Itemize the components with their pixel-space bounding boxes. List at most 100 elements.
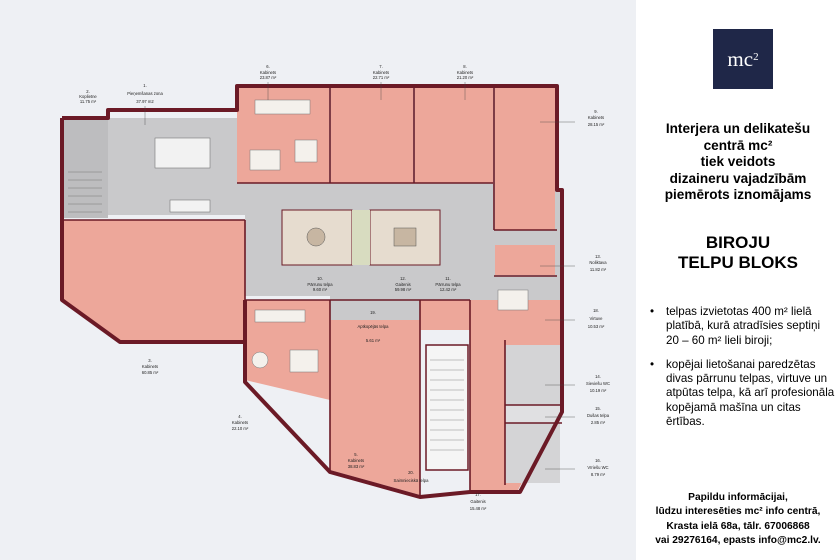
feature-list: • telpas izvietotas 400 m² lielā platībā… bbox=[648, 305, 836, 439]
room-7-number: 7. bbox=[379, 64, 383, 69]
room-16-area: 8.79 m² bbox=[591, 472, 606, 477]
room-19 bbox=[420, 300, 470, 330]
wc-women bbox=[505, 345, 560, 405]
room-1-name: Pieņemšanas zona bbox=[127, 91, 163, 96]
contact-info: Papildu informācijai, lūdzu interesēties… bbox=[640, 491, 836, 549]
room-4-name: Kabinets bbox=[232, 420, 248, 425]
contact-line: vai 29276164, epasts info@mc2.lv. bbox=[655, 535, 821, 547]
room-16-name: Vīriešu WC bbox=[587, 465, 608, 470]
room-5-name: Kabinets bbox=[348, 458, 364, 463]
office-5 bbox=[330, 320, 420, 495]
room-2-number: 2. bbox=[86, 89, 90, 94]
room-8-area: 21.20 m² bbox=[457, 75, 474, 80]
sofa bbox=[169, 199, 211, 213]
room-names: Pieņemšanas zona Koplietne Kabinets Kabi… bbox=[79, 70, 610, 504]
tagline-line: tiek veidots bbox=[700, 154, 776, 169]
room-9-name: Kabinets bbox=[588, 115, 604, 120]
room-5-area: 38.83 m² bbox=[348, 464, 365, 469]
room-13 bbox=[495, 245, 555, 275]
feature-item: • telpas izvietotas 400 m² lielā platībā… bbox=[648, 305, 836, 348]
office-4 bbox=[245, 300, 330, 400]
round-table bbox=[306, 227, 326, 247]
room-9-area: 28.15 m² bbox=[588, 122, 605, 127]
room-6-area: 23.87 m² bbox=[260, 75, 277, 80]
room-15-name: Dušas telpa bbox=[587, 413, 610, 418]
room-7-area: 22.71 m² bbox=[373, 75, 390, 80]
meeting-room-10 bbox=[281, 209, 353, 266]
room-6-name: Kabinets bbox=[260, 70, 276, 75]
room-16-number: 16. bbox=[595, 458, 601, 463]
stair-area bbox=[62, 118, 108, 218]
stairs-left bbox=[68, 171, 102, 213]
shower bbox=[505, 405, 560, 423]
room-3-area: 60.85 m² bbox=[142, 370, 159, 375]
room-2-name: Koplietne bbox=[79, 94, 97, 99]
room-11-number: 11. bbox=[445, 276, 451, 281]
room-1-number: 1. bbox=[143, 83, 147, 88]
room-12-area: 59.98 m² bbox=[395, 287, 412, 292]
desks bbox=[249, 99, 529, 373]
room-13-area: 11.82 m² bbox=[590, 267, 607, 272]
heading-line: TELPU BLOKS bbox=[678, 253, 798, 272]
room-12-name: Gaitenis bbox=[395, 282, 410, 287]
floor-plan: 1. 37.97 m2 2. 11.75 m² 3. 60.85 m² 4. 2… bbox=[0, 0, 636, 560]
room-20-number: 20. bbox=[408, 470, 414, 475]
feature-text: kopējai lietošanai paredzētas divas pārr… bbox=[666, 357, 835, 429]
feature-text: telpas izvietotas 400 m² lielā platībā, … bbox=[666, 305, 821, 347]
room-17-area: 15.48 m² bbox=[470, 506, 487, 511]
room-4-area: 22.10 m² bbox=[232, 426, 249, 431]
contact-line: Papildu informācijai, bbox=[688, 492, 788, 503]
leader-lines bbox=[144, 82, 575, 470]
office-8 bbox=[415, 88, 493, 183]
room-13-number: 13. bbox=[595, 254, 601, 259]
stairwell bbox=[425, 344, 469, 471]
room-2-area: 11.75 m² bbox=[80, 99, 97, 104]
bullet-icon: • bbox=[650, 357, 655, 371]
tagline-line: dizaineru vajadzībām bbox=[669, 170, 807, 186]
room-labels: 1. 37.97 m2 2. 11.75 m² 3. 60.85 m² 4. 2… bbox=[80, 64, 607, 511]
room-17-number: 17. bbox=[475, 492, 481, 497]
room-4-number: 4. bbox=[238, 414, 242, 419]
logo-superscript: 2 bbox=[753, 51, 759, 63]
room-19-name: Aptkopējās telpa bbox=[358, 324, 390, 329]
room-20-name: Saimnieciskā telpa bbox=[394, 478, 430, 483]
logo-text: mc bbox=[727, 46, 754, 71]
inner-walls bbox=[62, 86, 562, 497]
feature-item: • kopējai lietošanai paredzētas divas pā… bbox=[648, 358, 836, 429]
contact-line: lūdzu interesēties mc² info centrā, bbox=[655, 506, 821, 518]
room-11-area: 12.42 m² bbox=[440, 287, 457, 292]
room-12-number: 12. bbox=[400, 276, 406, 281]
room-18-name: Virtuve bbox=[590, 316, 604, 321]
office-7 bbox=[331, 88, 413, 183]
bullet-icon: • bbox=[650, 305, 655, 318]
room-19-number: 19. bbox=[370, 310, 376, 315]
room-1-area: 37.97 m2 bbox=[136, 99, 154, 104]
room-15-area: 2.85 m² bbox=[591, 420, 606, 425]
room-6-number: 6. bbox=[266, 64, 270, 69]
room-3-number: 3. bbox=[148, 358, 152, 363]
room-9-number: 9. bbox=[594, 109, 598, 114]
meeting-table bbox=[393, 227, 417, 247]
room-14-number: 14. bbox=[595, 374, 601, 379]
room-8-number: 8. bbox=[463, 64, 467, 69]
room-7-name: Kabinets bbox=[373, 70, 389, 75]
stairs-bottom bbox=[430, 359, 464, 451]
tagline-line: piemērots iznomājams bbox=[664, 187, 812, 202]
heading: BIROJU TELPU BLOKS bbox=[640, 233, 836, 273]
room-5-number: 5. bbox=[354, 452, 358, 457]
reception-desk bbox=[154, 137, 211, 169]
contact-line: Krasta ielā 68a, tālr. 67006868 bbox=[666, 520, 810, 532]
corridor-floor bbox=[108, 88, 560, 490]
tagline: Interjera un delikatešu centrā mc² tiek … bbox=[640, 121, 836, 204]
room-3-name: Kabinets bbox=[142, 364, 158, 369]
room-18-number: 18. bbox=[593, 308, 599, 313]
room-8-name: Kabinets bbox=[457, 70, 473, 75]
heading-line: BIROJU bbox=[705, 233, 771, 252]
office-3 bbox=[62, 220, 245, 340]
room-13-name: Noliktava bbox=[589, 260, 607, 265]
room-15-number: 15. bbox=[595, 406, 601, 411]
room-10-area: 9.60 m² bbox=[313, 287, 328, 292]
room-18-area: 10.53 m² bbox=[588, 324, 605, 329]
